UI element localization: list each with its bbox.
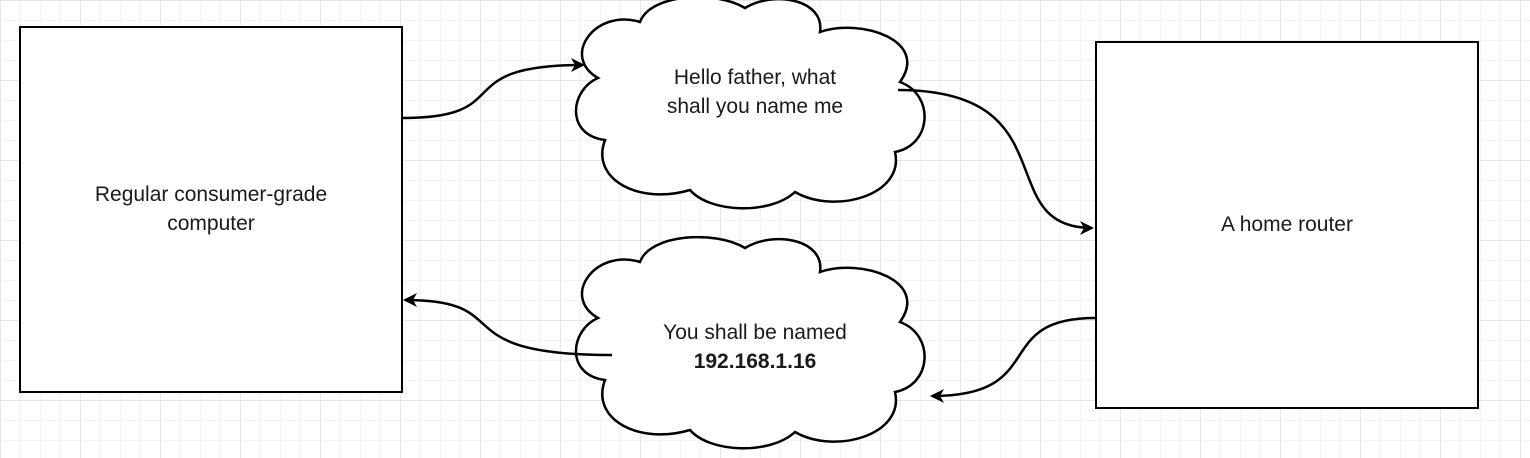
computer-label-line2: computer xyxy=(167,211,255,235)
request-cloud-line2: shall you name me xyxy=(666,95,844,118)
edge-router-to-response[interactable] xyxy=(930,316,1096,403)
computer-label-line1: Regular consumer-grade xyxy=(94,182,328,206)
edge-computer-to-request[interactable] xyxy=(401,58,585,120)
edge-response-to-computer[interactable] xyxy=(403,293,613,357)
computer-node[interactable]: Regular consumer-grade computer xyxy=(19,26,403,393)
computer-label: Regular consumer-grade computer xyxy=(95,180,327,238)
edge-request-to-router[interactable] xyxy=(897,88,1094,235)
request-cloud-line1: Hello father, what xyxy=(673,66,837,89)
ip-address-label: 192.168.1.16 xyxy=(693,350,817,373)
request-cloud-node[interactable]: Hello father, what shall you name me xyxy=(620,62,890,122)
router-label: A home router xyxy=(1221,212,1353,236)
router-node[interactable]: A home router xyxy=(1095,41,1479,409)
response-cloud-line1: You shall be named xyxy=(663,321,847,344)
response-cloud-node[interactable]: You shall be named 192.168.1.16 xyxy=(620,317,890,377)
request-cloud-shape xyxy=(574,0,926,210)
response-cloud-shape xyxy=(574,235,926,450)
